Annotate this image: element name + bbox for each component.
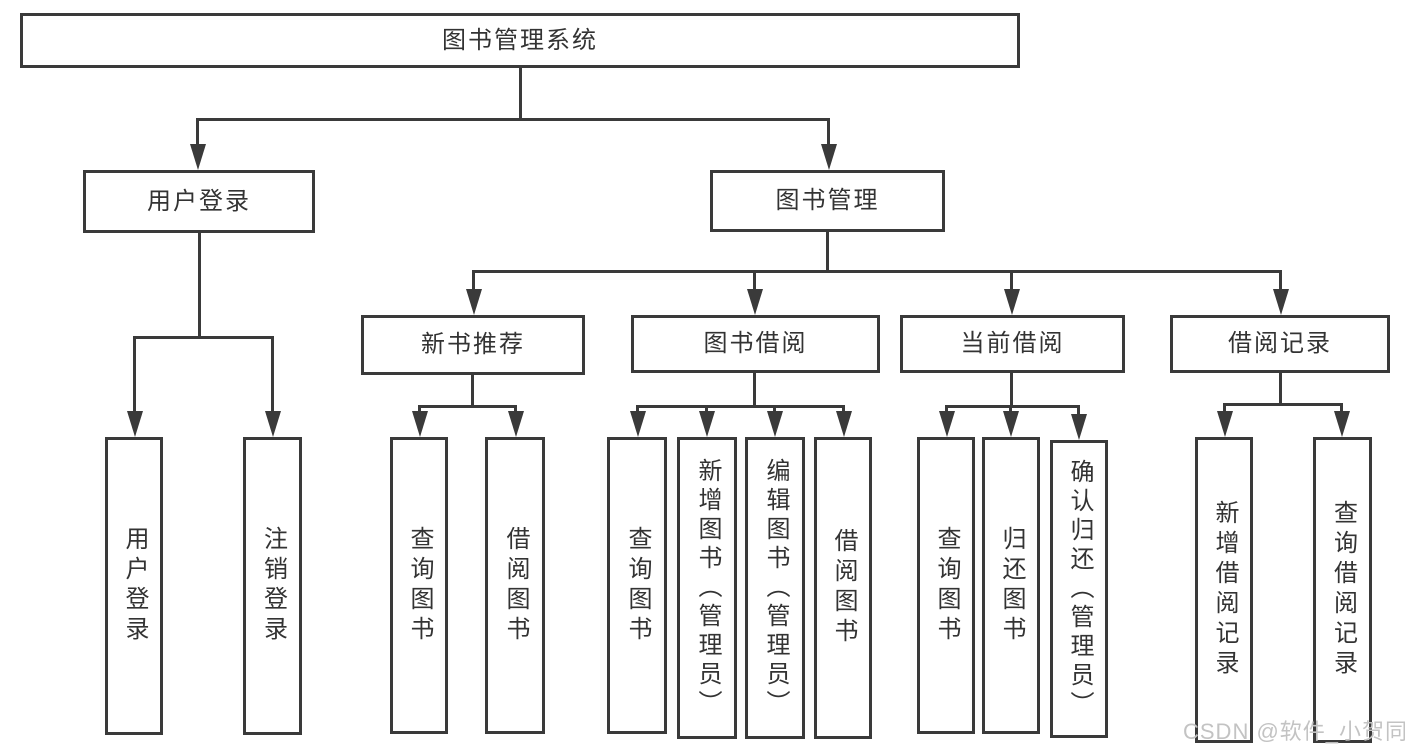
connector-line bbox=[196, 118, 199, 148]
connector-line bbox=[472, 270, 475, 292]
connector-line bbox=[1009, 405, 1012, 415]
node-return-books: 归还图书 bbox=[982, 437, 1040, 734]
arrowhead-down-icon bbox=[1071, 414, 1087, 440]
node-borrowing-records: 借阅记录 bbox=[1170, 315, 1390, 373]
node-logout: 注销登录 bbox=[243, 437, 302, 735]
connector-line bbox=[945, 405, 1080, 408]
node-user-login-action: 用户登录 bbox=[105, 437, 163, 735]
node-label: 新书推荐 bbox=[421, 331, 525, 358]
arrowhead-down-icon bbox=[1273, 289, 1289, 315]
node-library-system: 图书管理系统 bbox=[20, 13, 1020, 68]
node-query-books-2: 查询图书 bbox=[607, 437, 667, 734]
node-label: 图书管理系统 bbox=[442, 26, 598, 54]
node-label: 用户登录 bbox=[147, 187, 251, 215]
connector-line bbox=[1279, 373, 1282, 405]
node-add-borrow-record: 新增借阅记录 bbox=[1195, 437, 1253, 743]
connector-line bbox=[945, 405, 948, 415]
connector-line bbox=[472, 270, 1282, 273]
connector-line bbox=[826, 232, 829, 272]
connector-line bbox=[418, 405, 517, 408]
node-label: 查询图书 bbox=[624, 525, 651, 646]
connector-line bbox=[705, 405, 708, 415]
node-label: 借阅图书 bbox=[502, 525, 529, 646]
node-edit-books-admin: 编辑图书（管理员） bbox=[745, 437, 805, 739]
arrowhead-down-icon bbox=[699, 411, 715, 437]
arrowhead-down-icon bbox=[747, 289, 763, 315]
arrowhead-down-icon bbox=[412, 411, 428, 437]
node-label: 当前借阅 bbox=[960, 330, 1065, 357]
node-query-books-1: 查询图书 bbox=[390, 437, 448, 734]
arrowhead-down-icon bbox=[1003, 411, 1019, 437]
node-label: 查询图书 bbox=[933, 525, 960, 646]
node-query-books-3: 查询图书 bbox=[917, 437, 975, 734]
node-new-book-recommend: 新书推荐 bbox=[361, 315, 585, 375]
arrowhead-down-icon bbox=[836, 411, 852, 437]
arrowhead-down-icon bbox=[1004, 289, 1020, 315]
connector-line bbox=[753, 270, 756, 292]
connector-line bbox=[827, 118, 830, 148]
node-label: 借阅记录 bbox=[1228, 330, 1332, 357]
connector-line bbox=[471, 375, 474, 407]
node-label: 查询借阅记录 bbox=[1329, 500, 1357, 680]
connector-line bbox=[636, 405, 845, 408]
connector-line bbox=[196, 118, 830, 121]
connector-line bbox=[1010, 270, 1013, 292]
connector-line bbox=[418, 405, 421, 415]
connector-line bbox=[198, 233, 201, 336]
arrowhead-down-icon bbox=[265, 411, 281, 437]
node-add-books-admin: 新增图书（管理员） bbox=[677, 437, 737, 739]
node-label: 查询图书 bbox=[406, 525, 433, 646]
connector-line bbox=[1223, 403, 1226, 415]
node-label: 归还图书 bbox=[998, 525, 1025, 646]
arrowhead-down-icon bbox=[767, 411, 783, 437]
connector-line bbox=[1077, 405, 1080, 415]
node-borrow-books-1: 借阅图书 bbox=[485, 437, 545, 734]
node-label: 用户登录 bbox=[121, 526, 148, 646]
csdn-watermark: CSDN @软件_小贺同学 bbox=[1183, 719, 1405, 744]
node-label: 图书管理 bbox=[775, 187, 880, 214]
connector-line bbox=[1010, 373, 1013, 407]
connector-line bbox=[271, 336, 274, 414]
arrowhead-down-icon bbox=[630, 411, 646, 437]
node-book-management: 图书管理 bbox=[710, 170, 945, 232]
arrowhead-down-icon bbox=[127, 411, 143, 437]
connector-line bbox=[636, 405, 639, 415]
connector-line bbox=[773, 405, 776, 415]
arrowhead-down-icon bbox=[1217, 411, 1233, 437]
connector-line bbox=[133, 336, 136, 414]
node-confirm-return-admin: 确认归还（管理员） bbox=[1050, 440, 1108, 738]
node-label: 确认归还（管理员） bbox=[1066, 458, 1093, 720]
connector-line bbox=[1340, 403, 1343, 415]
connector-line bbox=[1279, 270, 1282, 292]
node-query-borrow-record: 查询借阅记录 bbox=[1313, 437, 1372, 743]
connector-line bbox=[842, 405, 845, 415]
arrowhead-down-icon bbox=[508, 411, 524, 437]
node-label: 图书借阅 bbox=[703, 330, 808, 357]
node-user-login: 用户登录 bbox=[83, 170, 315, 233]
node-label: 借阅图书 bbox=[830, 528, 857, 648]
node-book-borrowing: 图书借阅 bbox=[631, 315, 880, 373]
node-label: 注销登录 bbox=[259, 526, 287, 646]
connector-line bbox=[1223, 403, 1343, 406]
arrowhead-down-icon bbox=[466, 289, 482, 315]
arrowhead-down-icon bbox=[821, 144, 837, 170]
node-label: 新增借阅记录 bbox=[1211, 500, 1238, 680]
node-label: 新增图书（管理员） bbox=[694, 457, 721, 719]
node-current-borrowing: 当前借阅 bbox=[900, 315, 1125, 373]
connector-line bbox=[514, 405, 517, 415]
connector-line bbox=[753, 373, 756, 407]
arrowhead-down-icon bbox=[1334, 411, 1350, 437]
node-label: 编辑图书（管理员） bbox=[762, 457, 789, 719]
arrowhead-down-icon bbox=[939, 411, 955, 437]
arrowhead-down-icon bbox=[190, 144, 206, 170]
connector-line bbox=[519, 66, 522, 118]
node-borrow-books-2: 借阅图书 bbox=[814, 437, 872, 739]
connector-line bbox=[133, 336, 274, 339]
